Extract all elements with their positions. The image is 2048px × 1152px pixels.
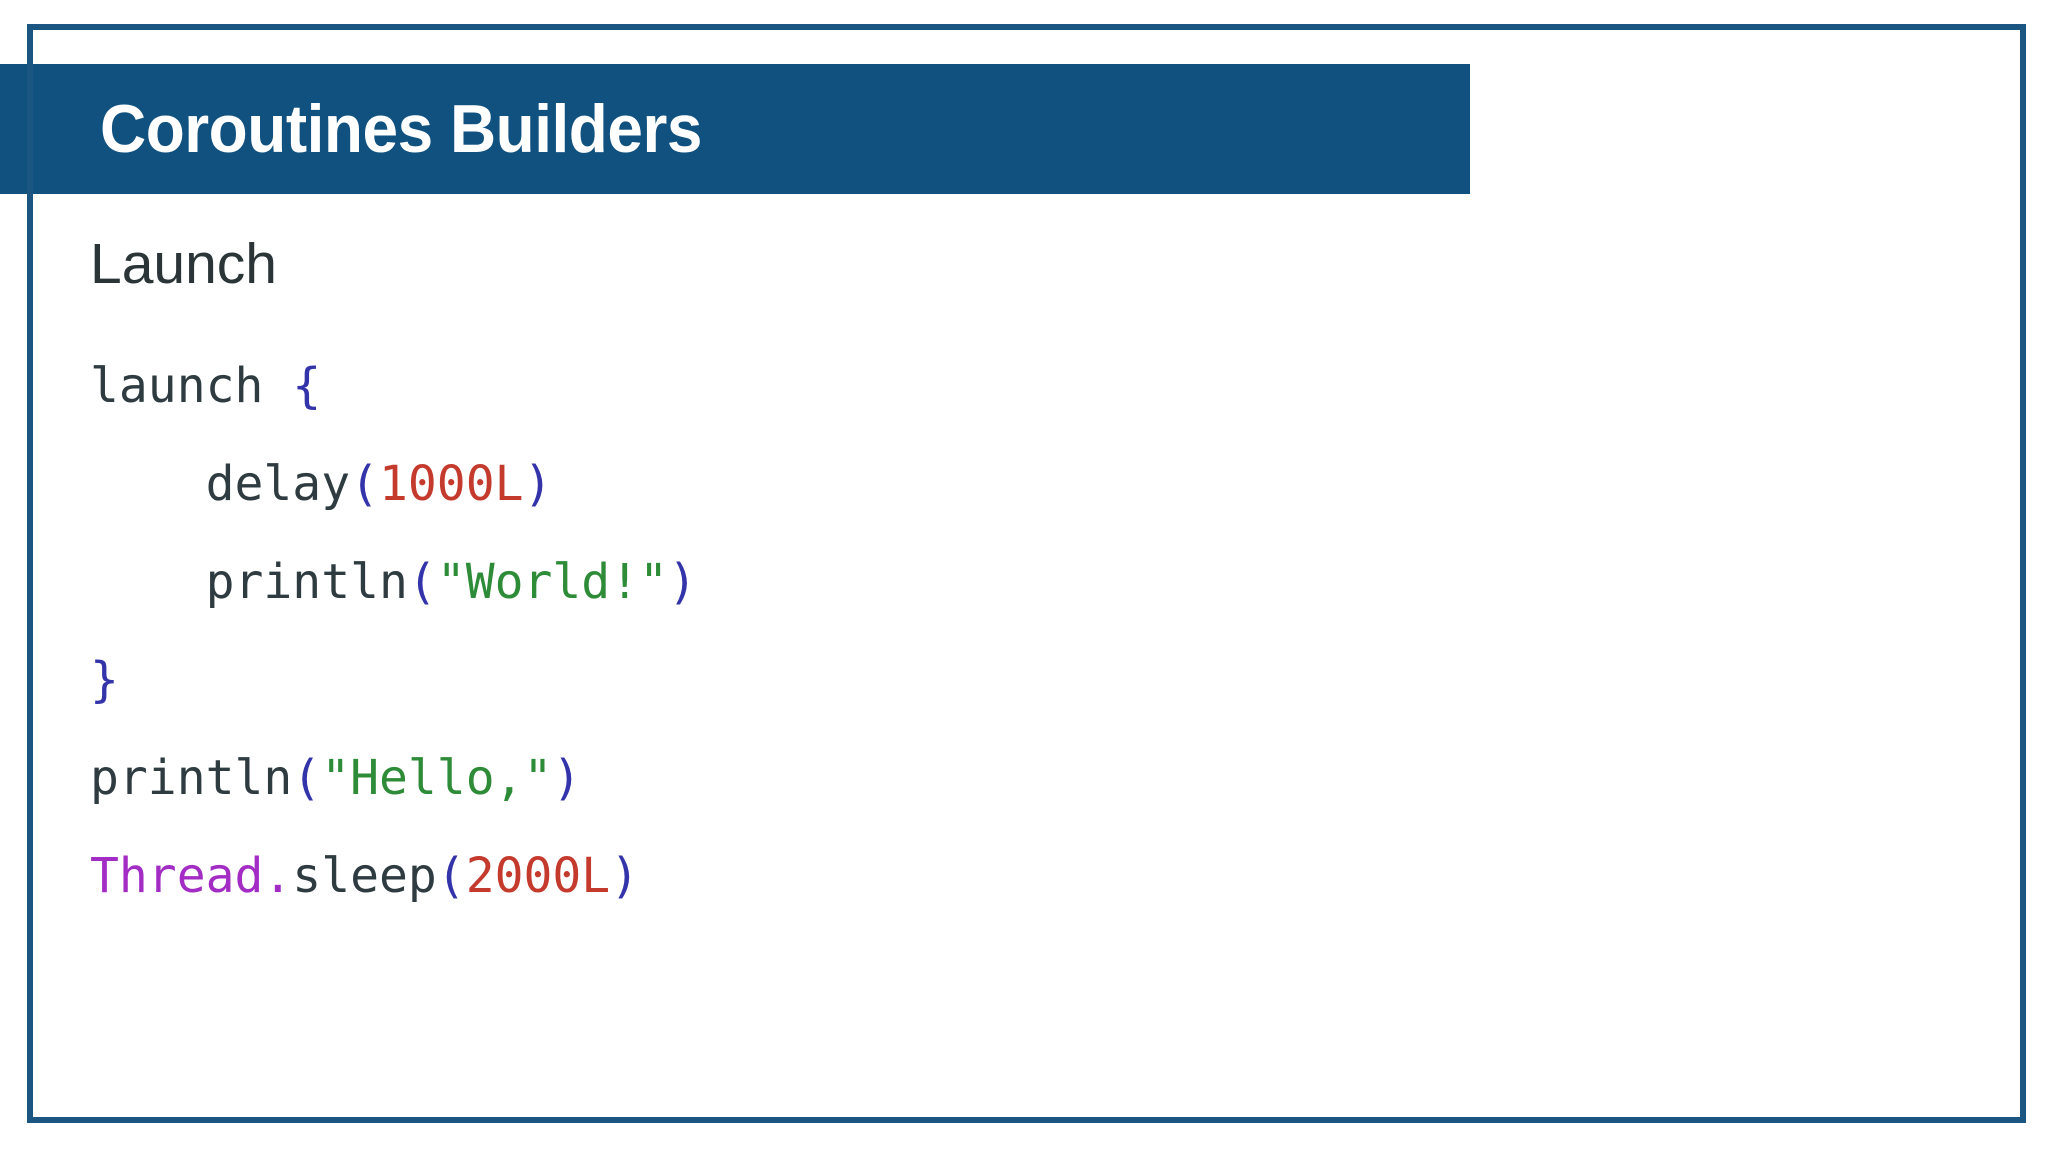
code-token-plain: sleep bbox=[292, 848, 437, 904]
code-token-paren: ( bbox=[292, 750, 322, 806]
code-token-number: 2000L bbox=[465, 848, 611, 904]
slide-content: Launch launch { delay(1000L) println("Wo… bbox=[90, 236, 1970, 925]
code-token-number: 1000L bbox=[379, 456, 524, 512]
code-token-string: "Hello," bbox=[321, 750, 553, 806]
code-token-string: "World!" bbox=[436, 554, 668, 610]
title-banner: Coroutines Builders bbox=[0, 64, 1470, 194]
code-token-plain: println bbox=[90, 750, 293, 806]
code-token-paren: ) bbox=[610, 848, 640, 904]
code-token-brace: { bbox=[292, 358, 322, 414]
code-token-plain: launch bbox=[90, 358, 293, 414]
code-line: launch { bbox=[90, 337, 1970, 435]
code-line: println("Hello,") bbox=[90, 729, 1970, 827]
code-token-plain: println bbox=[90, 554, 408, 610]
code-token-type: . bbox=[263, 848, 293, 904]
code-token-paren: ) bbox=[667, 554, 697, 610]
code-block: launch { delay(1000L) println("World!")}… bbox=[90, 337, 1970, 925]
page-title: Coroutines Builders bbox=[100, 91, 702, 167]
section-heading: Launch bbox=[90, 232, 278, 296]
code-token-paren: ( bbox=[350, 456, 379, 512]
code-line: delay(1000L) bbox=[90, 435, 1970, 533]
code-token-paren: ( bbox=[436, 848, 466, 904]
code-line: println("World!") bbox=[90, 533, 1970, 631]
code-token-paren: ( bbox=[407, 554, 437, 610]
code-token-brace: } bbox=[90, 652, 119, 708]
code-token-paren: ) bbox=[523, 456, 553, 512]
code-line: } bbox=[90, 631, 1970, 729]
code-line: Thread.sleep(2000L) bbox=[90, 827, 1970, 925]
code-token-paren: ) bbox=[552, 750, 582, 806]
code-token-plain: delay bbox=[90, 456, 351, 512]
code-token-type: Thread bbox=[90, 848, 264, 904]
